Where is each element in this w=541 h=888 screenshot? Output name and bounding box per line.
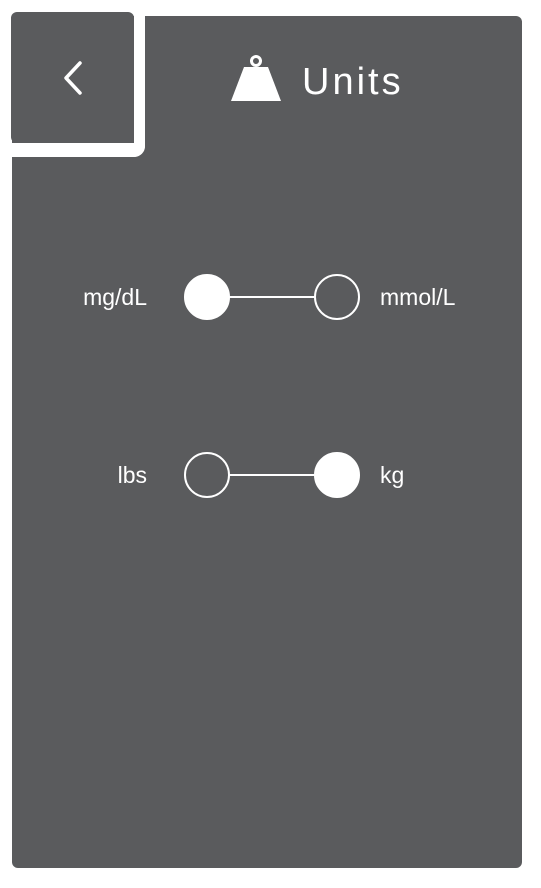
- page-title: Units: [302, 60, 404, 103]
- chevron-left-icon: [60, 59, 86, 97]
- toggle-track: [228, 296, 316, 298]
- page-header: Units: [230, 54, 404, 108]
- back-button[interactable]: [11, 12, 134, 143]
- panel-divider: [134, 0, 145, 157]
- glucose-unit-toggle[interactable]: [184, 274, 360, 320]
- weight-unit-row: lbs kg: [0, 450, 541, 500]
- glucose-unit-mmol-option[interactable]: [314, 274, 360, 320]
- glucose-unit-row: mg/dL mmol/L: [0, 272, 541, 322]
- glucose-unit-mmol-label[interactable]: mmol/L: [380, 284, 456, 310]
- weight-unit-kg-option[interactable]: [314, 452, 360, 498]
- weight-unit-toggle[interactable]: [184, 452, 360, 498]
- weight-icon: [230, 54, 282, 108]
- units-panel: [12, 16, 522, 868]
- weight-unit-lbs-option[interactable]: [184, 452, 230, 498]
- weight-unit-kg-label[interactable]: kg: [380, 462, 405, 488]
- glucose-unit-mgdl-option[interactable]: [184, 274, 230, 320]
- toggle-track: [228, 474, 316, 476]
- weight-unit-lbs-label[interactable]: lbs: [117, 462, 147, 488]
- panel-divider: [0, 143, 145, 157]
- glucose-unit-mgdl-label[interactable]: mg/dL: [83, 284, 147, 310]
